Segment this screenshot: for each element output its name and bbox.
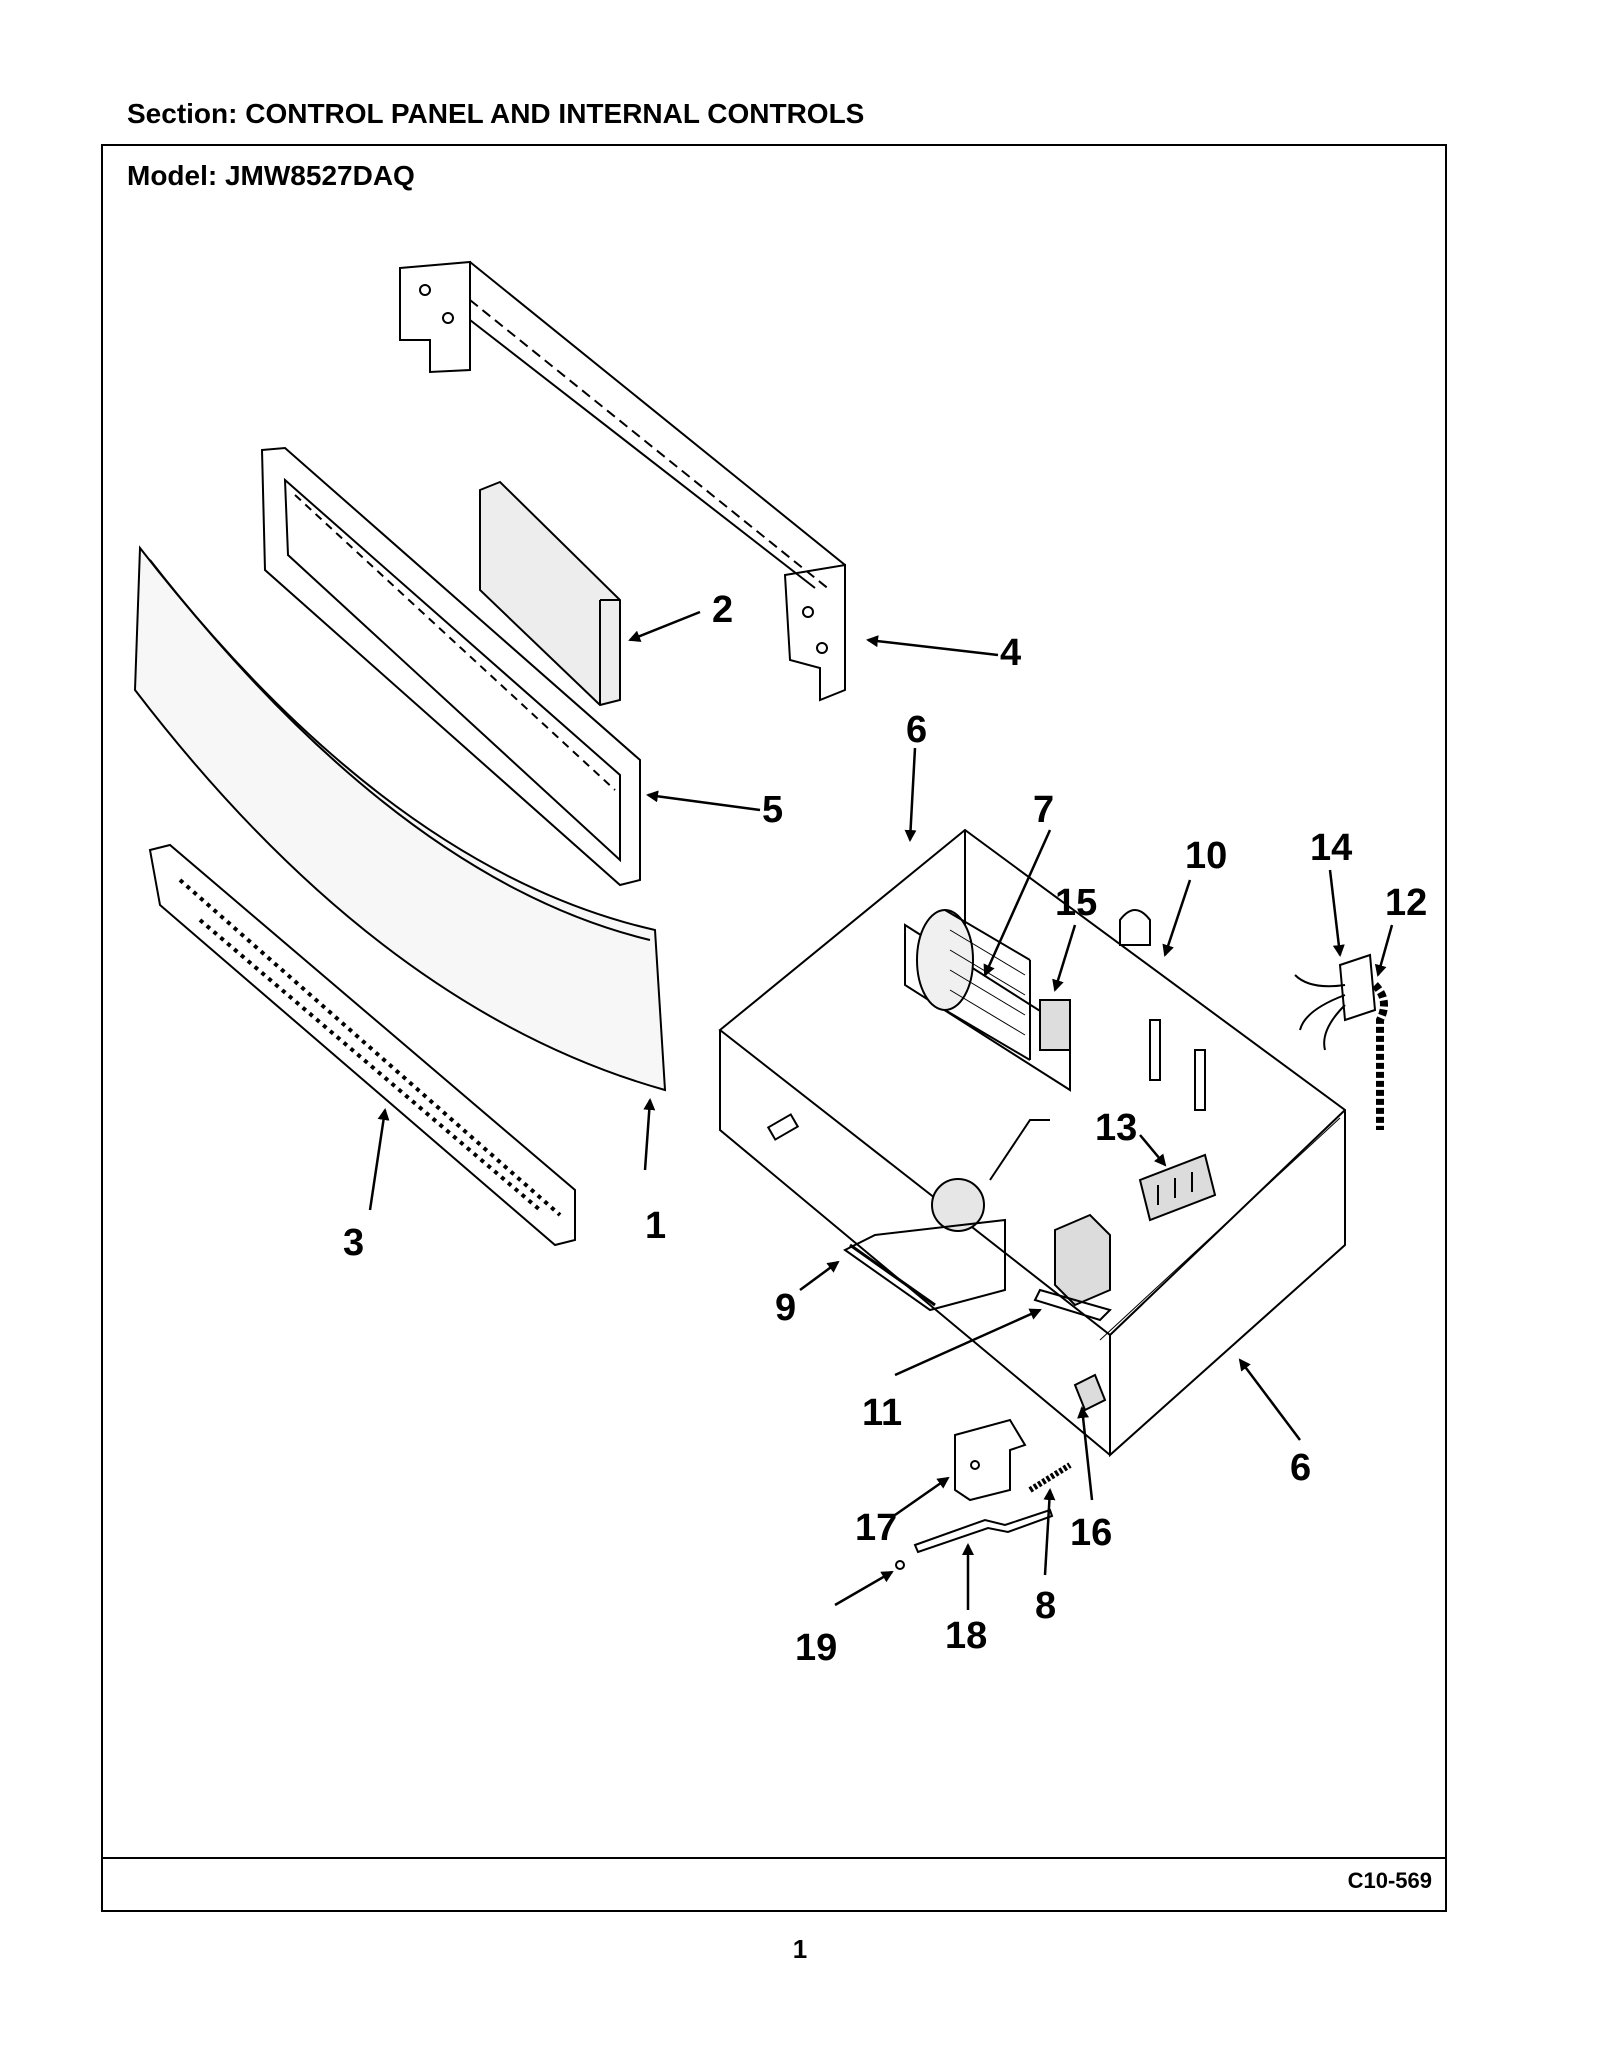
callout-1: 1 xyxy=(645,1205,666,1247)
interlock-switch-part xyxy=(1073,1373,1107,1412)
transformer-part xyxy=(1033,1213,1112,1322)
callout-2: 2 xyxy=(712,589,733,631)
timer-motor-part xyxy=(843,1119,1050,1312)
callout-5: 5 xyxy=(762,789,783,831)
callout-16: 16 xyxy=(1070,1512,1112,1554)
blower-assembly-part xyxy=(904,909,1071,1092)
callout-labels: 2 4 5 1 3 6 7 15 10 14 12 13 9 11 6 16 1… xyxy=(343,589,1427,1669)
callout-7: 7 xyxy=(1033,789,1054,831)
diagram-frame xyxy=(101,144,1447,1912)
callout-13: 13 xyxy=(1095,1107,1137,1149)
callout-19: 19 xyxy=(795,1627,837,1669)
spring-part xyxy=(1028,1462,1072,1493)
callout-17: 17 xyxy=(855,1507,897,1549)
touchpad-membrane-part xyxy=(148,843,576,1247)
section-title: Section: CONTROL PANEL AND INTERNAL CONT… xyxy=(127,98,865,129)
terminal-block-part xyxy=(1138,1153,1217,1222)
front-control-panel-part xyxy=(133,545,667,1092)
inner-panel-frame-part xyxy=(260,446,641,887)
callout-9: 9 xyxy=(775,1287,796,1329)
callout-6-bottom: 6 xyxy=(1290,1447,1311,1489)
callout-10: 10 xyxy=(1185,835,1227,877)
switch-bracket-part xyxy=(954,1418,1027,1502)
callout-3: 3 xyxy=(343,1222,364,1264)
screw-part xyxy=(895,1560,905,1570)
control-board-part xyxy=(479,480,621,707)
leader-arrows xyxy=(368,610,1394,1610)
page-number: 1 xyxy=(792,1934,808,1964)
callout-15: 15 xyxy=(1055,882,1097,924)
model-title: Model: JMW8527DAQ xyxy=(127,160,415,191)
callout-12: 12 xyxy=(1385,882,1427,924)
power-cord-part xyxy=(1294,953,1388,1130)
control-box-housing-part xyxy=(718,828,1346,1458)
callout-14: 14 xyxy=(1310,827,1352,869)
callout-8: 8 xyxy=(1035,1585,1056,1627)
callout-11: 11 xyxy=(862,1392,902,1434)
callout-4: 4 xyxy=(1000,632,1021,674)
support-rail-part xyxy=(399,260,846,702)
callout-6-top: 6 xyxy=(906,709,927,751)
diagram-code: C10-569 xyxy=(1347,1868,1432,1893)
footer-divider xyxy=(101,1857,1447,1859)
callout-18: 18 xyxy=(945,1615,987,1657)
actuator-lever-part xyxy=(913,1508,1054,1554)
